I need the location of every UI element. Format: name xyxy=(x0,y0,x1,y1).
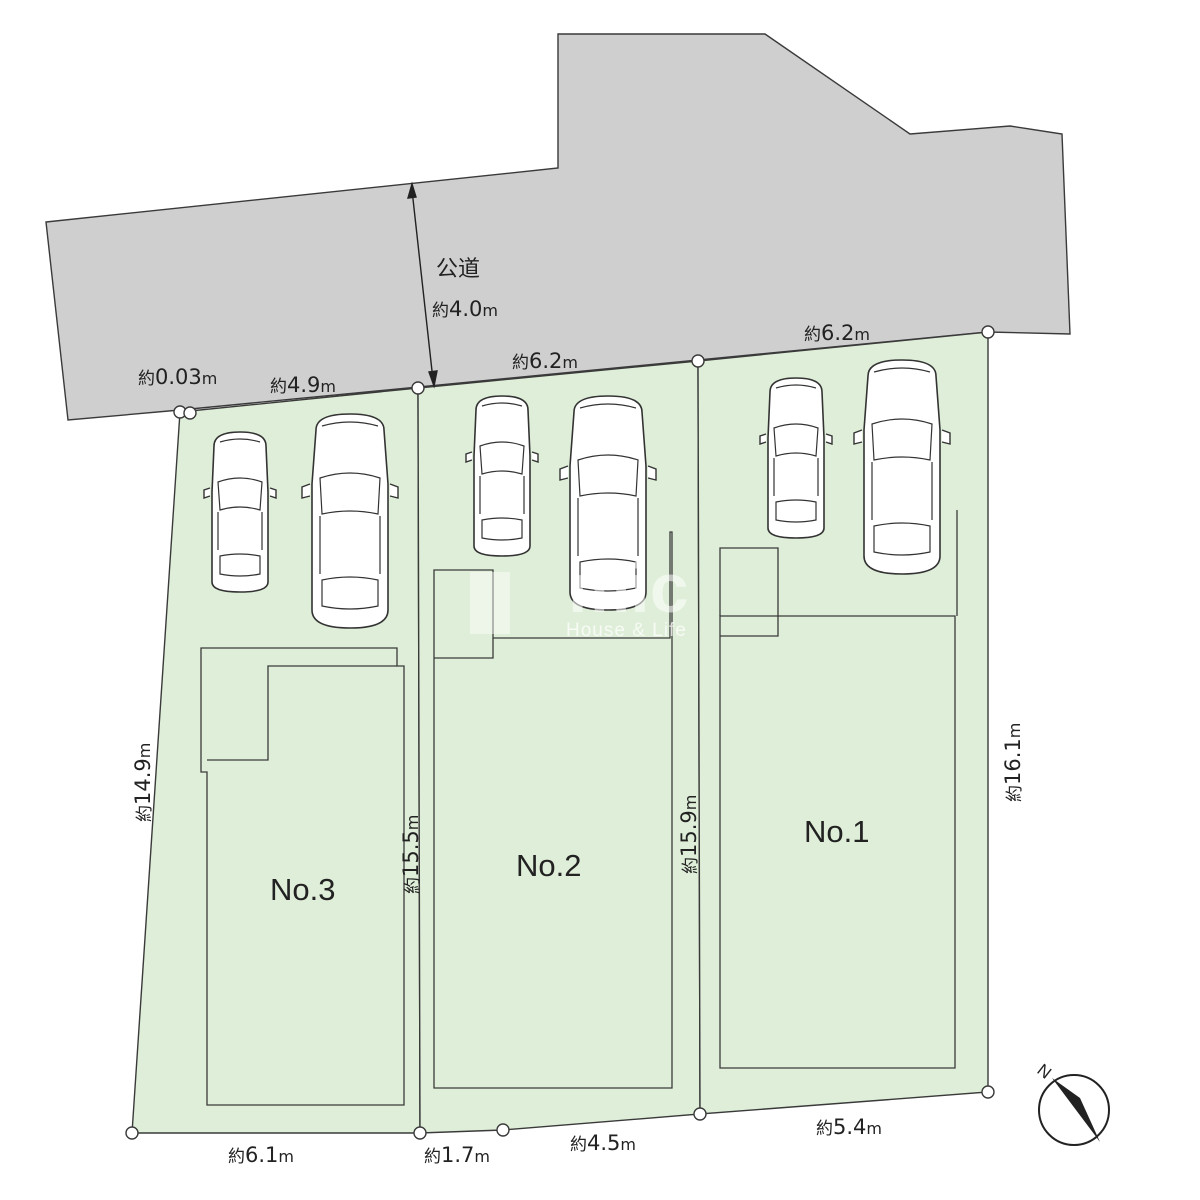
marker xyxy=(693,1107,707,1121)
dim-no3-left-side: 約14.9m xyxy=(131,743,155,822)
building-footprint-no3 xyxy=(200,647,405,1106)
car-no3-small xyxy=(203,431,277,593)
dim-no3-left-offset: 約0.03m xyxy=(138,365,217,389)
public-road xyxy=(45,33,1071,421)
building-footprint-no1-porch xyxy=(719,547,779,637)
dim-no3-rear: 約6.1m xyxy=(228,1143,294,1167)
dim-no1-front: 約6.2m xyxy=(804,321,870,345)
dim-no3-right-side: 約15.5m xyxy=(399,815,423,894)
dim-no2-right-side: 約15.9m xyxy=(677,795,701,874)
building-footprint-no2 xyxy=(433,531,673,1089)
marker xyxy=(125,1126,139,1140)
road-width-dim: 約4.0m xyxy=(432,297,498,321)
car-no1-large xyxy=(853,359,951,575)
compass-needle-icon xyxy=(1052,1078,1100,1142)
lot-no2-parcel xyxy=(417,360,701,1134)
compass: N xyxy=(1034,1060,1110,1146)
watermark-logo-text: mic xyxy=(568,549,689,627)
marker xyxy=(183,406,197,420)
lot-label-no2: No.2 xyxy=(516,848,581,883)
marker xyxy=(413,1126,427,1140)
marker xyxy=(496,1123,510,1137)
dim-no2-front: 約6.2m xyxy=(512,349,578,373)
marker xyxy=(411,381,425,395)
dim-no2-rear-a: 約1.7m xyxy=(424,1143,490,1167)
road-width-arrow xyxy=(407,181,438,389)
watermark-tagline: House & Life xyxy=(566,620,687,641)
car-no2-small xyxy=(465,395,539,557)
marker xyxy=(981,1085,995,1099)
dim-no1-rear: 約5.4m xyxy=(816,1115,882,1139)
compass-ring xyxy=(1038,1074,1110,1146)
watermark-logo-icon xyxy=(470,572,510,634)
marker xyxy=(691,354,705,368)
watermark: mic House & Life xyxy=(470,549,689,641)
dim-no2-rear-b: 約4.5m xyxy=(570,1131,636,1155)
boundary-markers xyxy=(125,325,995,1140)
compass-north-label: N xyxy=(1034,1060,1055,1083)
dim-no1-right-side: 約16.1m xyxy=(1001,723,1025,802)
marker xyxy=(981,325,995,339)
building-footprint-no2-notch xyxy=(434,638,494,659)
road-label: 公道 xyxy=(436,257,480,282)
building-footprint-no1 xyxy=(719,615,956,1069)
lot-label-no1: No.1 xyxy=(804,814,869,849)
building-footprint-no3-notch xyxy=(207,665,397,761)
lot-label-no3: No.3 xyxy=(270,872,335,907)
car-no1-small xyxy=(759,377,833,539)
car-no3-large xyxy=(301,413,399,629)
lot-no1-parcel xyxy=(697,331,989,1115)
dim-no3-front: 約4.9m xyxy=(270,373,336,397)
